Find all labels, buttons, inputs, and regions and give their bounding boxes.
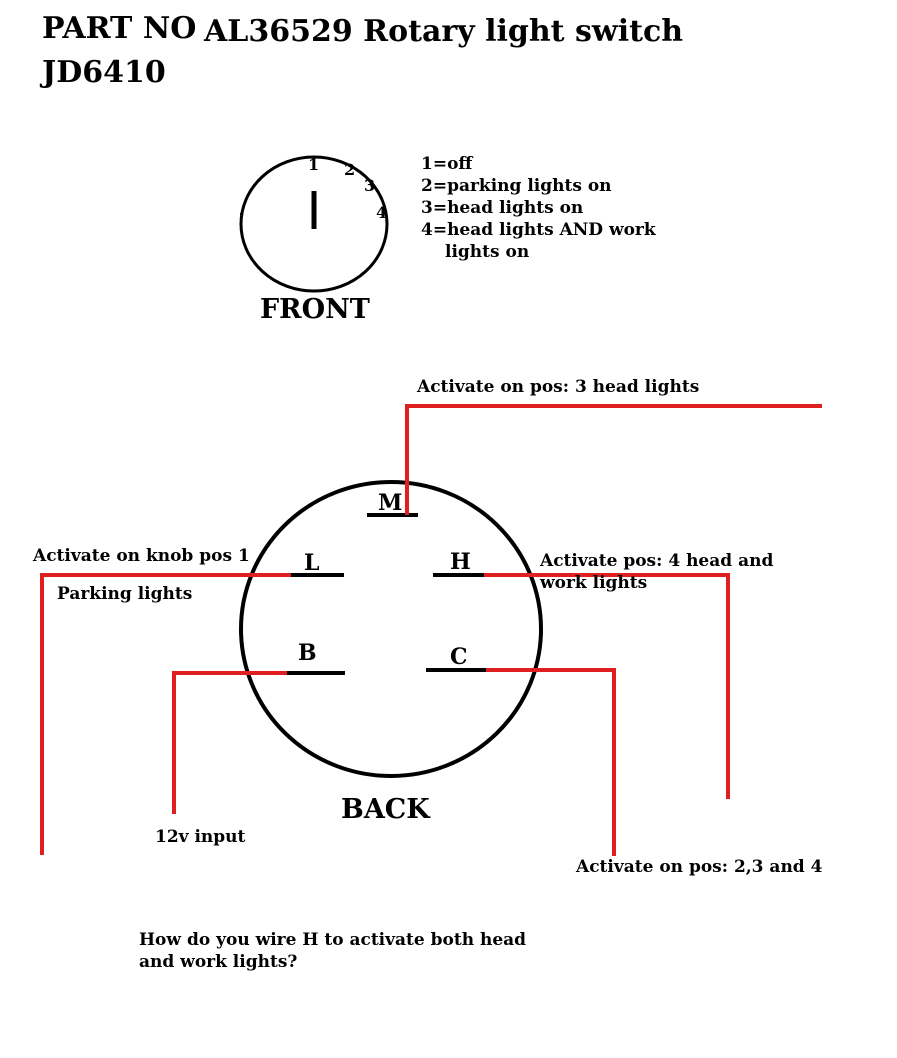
wire-m-label: Activate on pos: 3 head lights <box>417 377 700 397</box>
front-position-4: 4 <box>376 203 388 222</box>
wire-h <box>484 573 730 799</box>
legend-line-4: 4=head lights AND work <box>421 220 656 240</box>
question-line-1: How do you wire H to activate both head <box>139 930 527 950</box>
wire-c-label: Activate on pos: 2,3 and 4 <box>576 857 823 877</box>
back-switch-outline <box>239 480 543 778</box>
legend-line-5: lights on <box>445 242 530 262</box>
terminal-b-label: B <box>298 640 317 666</box>
back-label: BACK <box>341 794 430 825</box>
legend-line-2: 2=parking lights on <box>421 176 612 196</box>
front-label: FRONT <box>260 294 370 325</box>
terminal-c-label: C <box>450 644 468 670</box>
wire-h-label-line2: work lights <box>540 573 648 593</box>
legend-line-1: 1=off <box>421 154 473 174</box>
terminal-m-label: M <box>378 490 403 516</box>
front-knob-outline <box>239 155 389 293</box>
model-number: JD6410 <box>42 55 166 90</box>
front-position-2: 2 <box>344 160 356 179</box>
wire-l-label-line2: Parking lights <box>57 584 193 604</box>
wire-l <box>40 573 291 855</box>
page-title: AL36529 Rotary light switch <box>204 14 684 49</box>
wire-b-label: 12v input <box>155 827 246 847</box>
front-position-1: 1 <box>308 155 320 174</box>
terminal-l-label: L <box>304 550 320 576</box>
wire-l-label-line1: Activate on knob pos 1 <box>33 546 250 566</box>
question-line-2: and work lights? <box>139 952 298 972</box>
front-position-3: 3 <box>364 176 376 195</box>
legend-line-3: 3=head lights on <box>421 198 584 218</box>
part-no-label: PART NO <box>42 11 197 46</box>
wire-b <box>172 671 287 814</box>
wire-h-label-line1: Activate pos: 4 head and <box>540 551 774 571</box>
terminal-h-label: H <box>450 549 471 575</box>
wire-c <box>486 668 616 856</box>
wire-m <box>405 404 822 515</box>
